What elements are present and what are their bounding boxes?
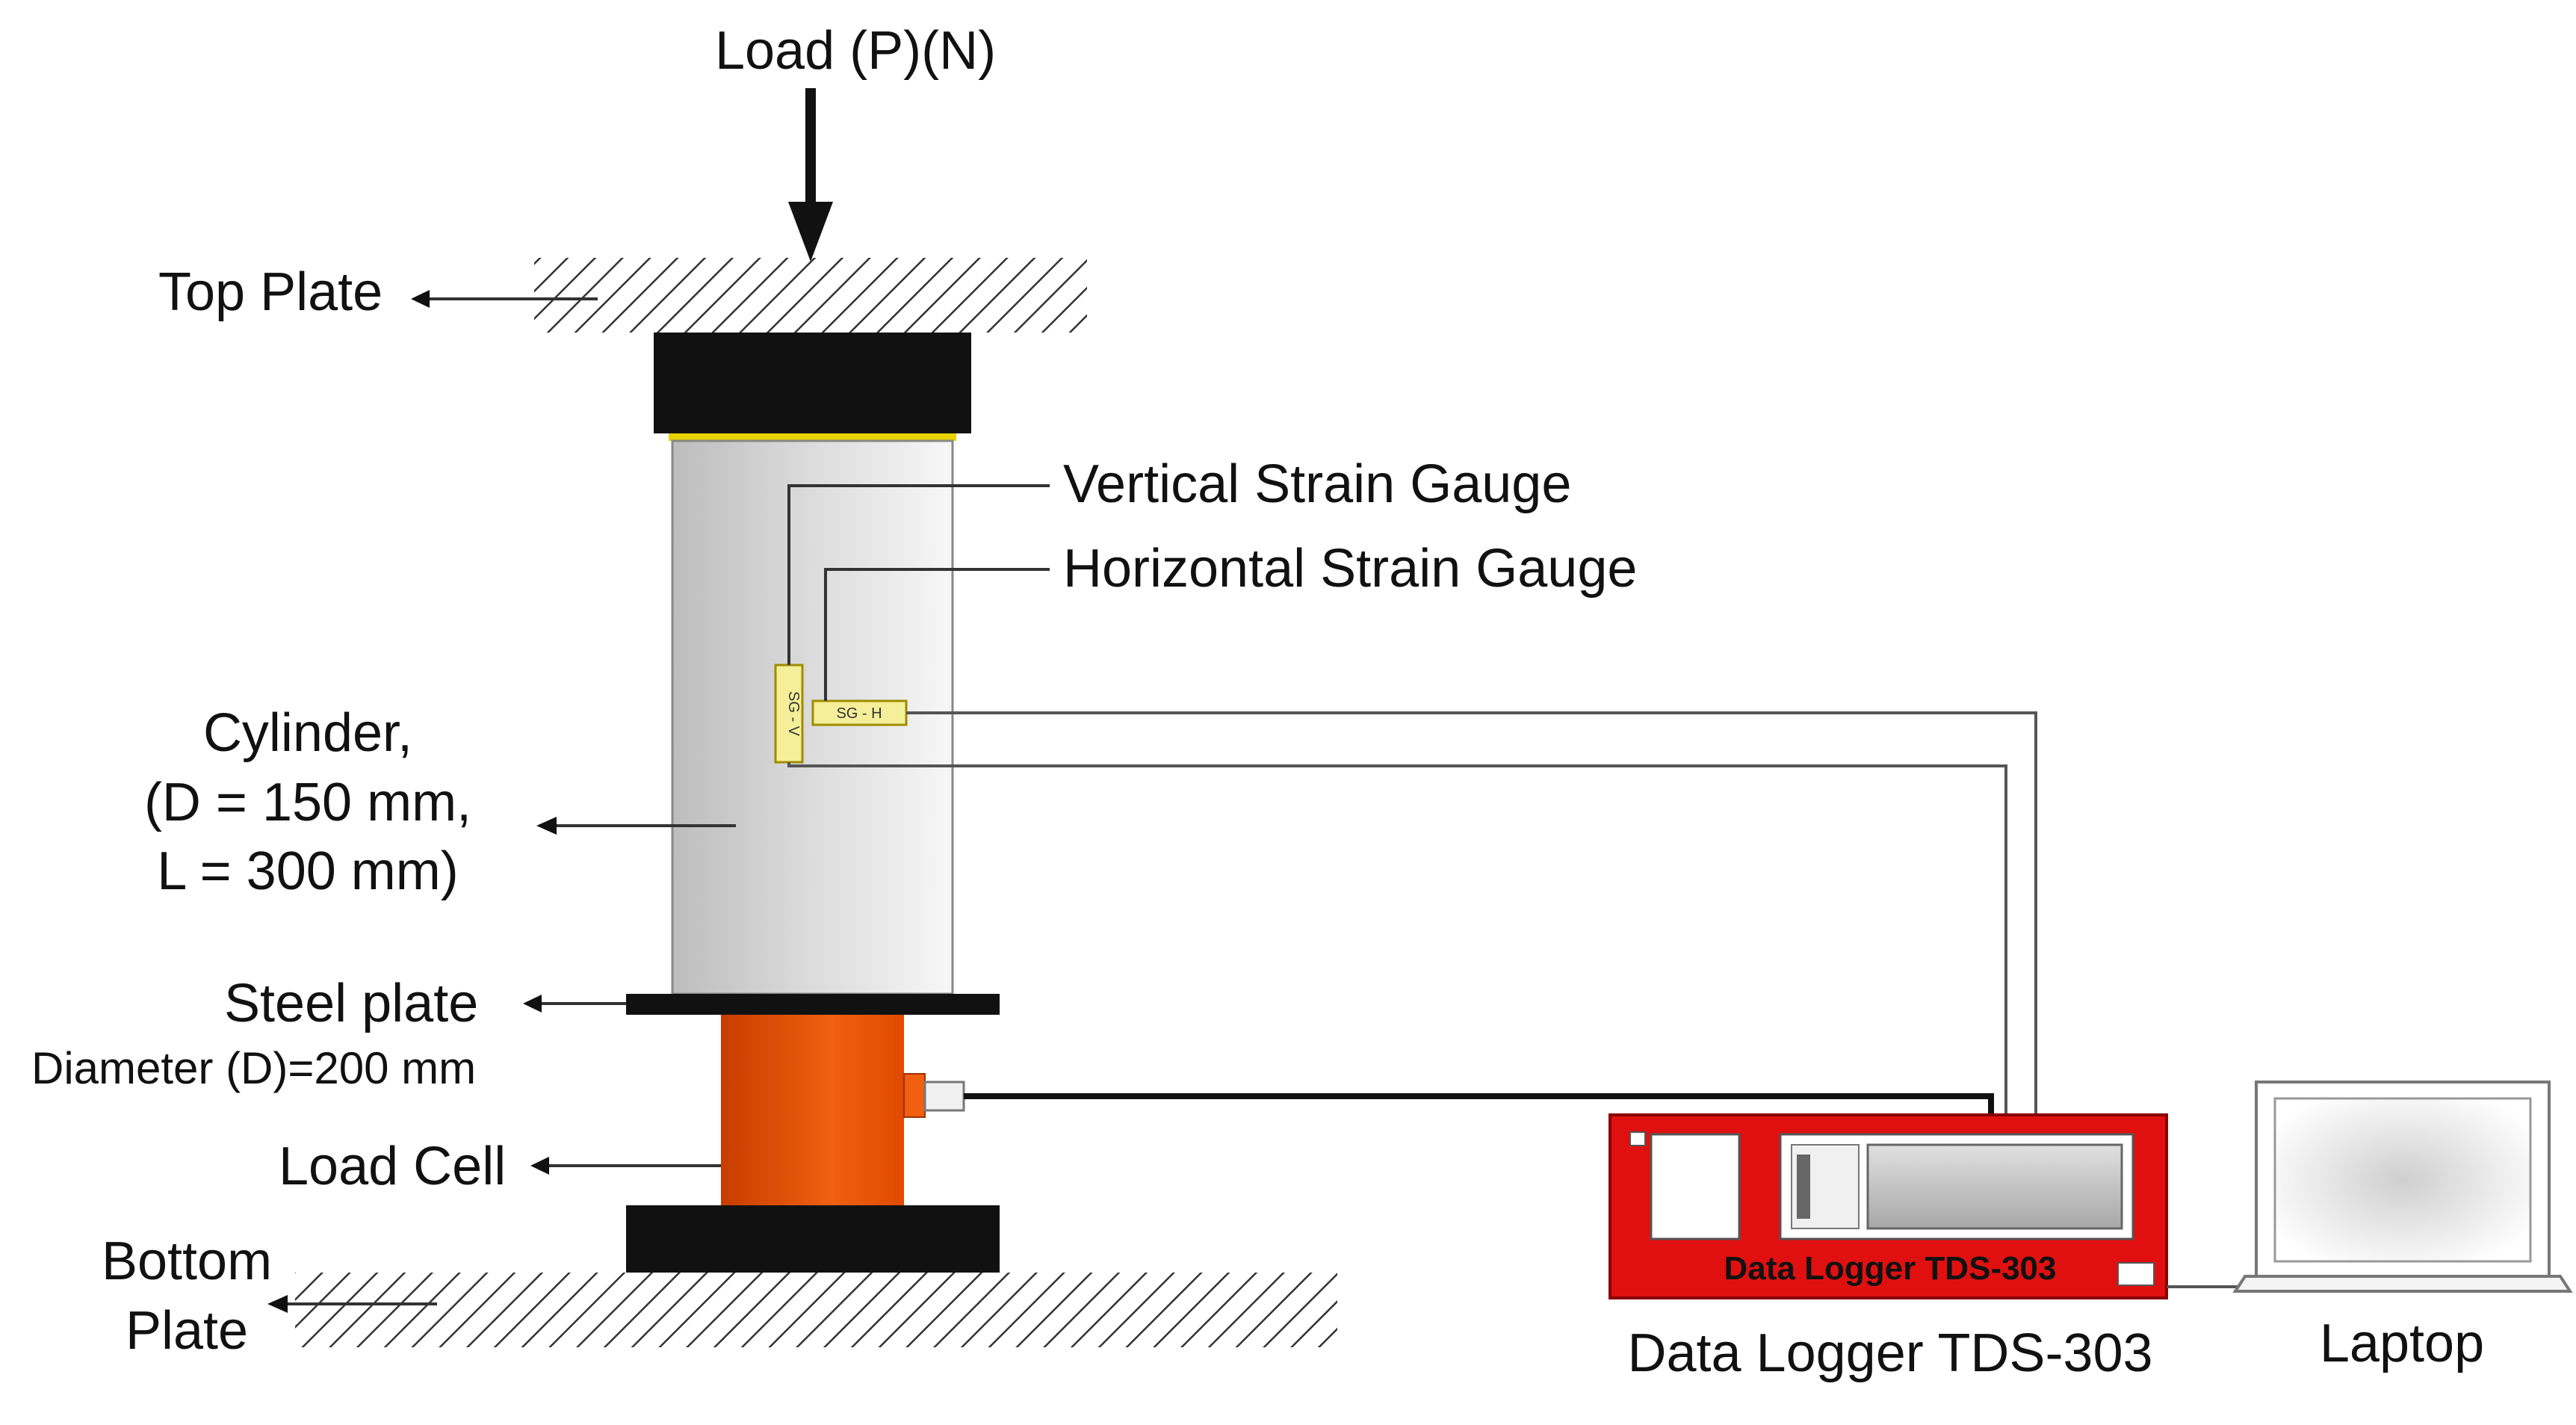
top-plate-pointer (411, 290, 598, 308)
top-plate-hatch (534, 258, 1087, 333)
bottom-plate-hatch (295, 1273, 1337, 1347)
vertical-strain-gauge (774, 664, 804, 764)
load-cell-label: Load Cell (279, 1137, 506, 1196)
load-cell-connector (903, 1073, 926, 1118)
data-logger-panel-text: Data Logger TDS-303 (1724, 1250, 2057, 1287)
cylinder-pointer (536, 817, 736, 835)
data-logger-caption: Data Logger TDS-303 (1627, 1323, 2152, 1383)
steel-plate-label: Steel plate (224, 974, 478, 1033)
data-logger (1609, 1113, 2168, 1299)
load-cell-pointer (530, 1157, 721, 1175)
horizontal-gauge-label: Horizontal Strain Gauge (1063, 539, 1637, 599)
horizontal-strain-gauge (811, 699, 908, 726)
cylinder-label-line3: L = 300 mm) (157, 841, 459, 901)
vertical-gauge-tag: SG - V (785, 691, 802, 737)
vertical-gauge-label: Vertical Strain Gauge (1063, 454, 1571, 514)
cylinder-label-line1: Cylinder, (203, 703, 412, 763)
horizontal-gauge-tag: SG - H (836, 705, 882, 722)
top-plate-label: Top Plate (158, 262, 383, 322)
bottom-plate-pointer (267, 1295, 437, 1313)
bottom-plate-label-line1: Bottom (102, 1231, 272, 1291)
vertical-gauge-cable (787, 762, 2007, 1115)
load-label: Load (P)(N) (715, 21, 996, 81)
load-cell-plug (923, 1081, 965, 1112)
steel-plate (626, 994, 1000, 1015)
bottom-plate-label-line2: Plate (126, 1301, 248, 1361)
top-cap-strip (669, 433, 956, 441)
load-cell-cable (964, 1093, 1994, 1115)
laptop-icon (2232, 1081, 2573, 1293)
load-cell (721, 1015, 904, 1205)
steel-plate-diameter-label: Diameter (D)=200 mm (31, 1043, 476, 1093)
horizontal-gauge-cable (906, 711, 2037, 1115)
steel-plate-pointer (523, 995, 626, 1013)
bottom-platen (626, 1205, 1000, 1273)
horizontal-gauge-leader (824, 568, 1050, 701)
top-platen (654, 333, 971, 433)
cylinder-label-line2: (D = 150 mm, (144, 773, 471, 832)
laptop-label: Laptop (2320, 1314, 2484, 1373)
load-arrow (788, 88, 833, 262)
vertical-gauge-leader (787, 484, 1050, 665)
